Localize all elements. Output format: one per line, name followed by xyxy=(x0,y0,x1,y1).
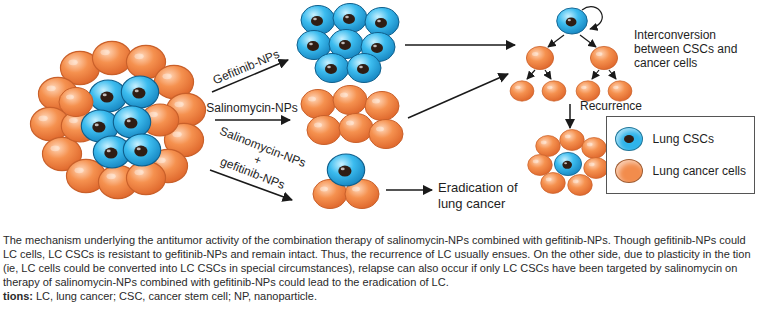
drug-label: Salinomycin-NPs xyxy=(206,101,297,116)
cell-symbol xyxy=(307,116,341,145)
cell-symbol xyxy=(536,136,560,157)
legend-swatch xyxy=(615,159,643,183)
cell-symbol xyxy=(560,130,584,151)
cell-symbol xyxy=(339,114,373,143)
step-label: Recurrence xyxy=(580,99,642,114)
cell-symbol xyxy=(123,134,160,166)
arrow-line xyxy=(386,189,432,191)
cell-symbol xyxy=(59,88,93,117)
recurrence-arrow xyxy=(569,104,571,128)
cell-symbol xyxy=(121,76,158,108)
interconversion-tree xyxy=(510,7,632,101)
cell-symbol xyxy=(510,81,534,101)
cell-symbol xyxy=(92,41,131,74)
cell-symbol xyxy=(554,152,581,175)
cell-symbol xyxy=(542,81,566,101)
remaining-cells xyxy=(313,154,379,208)
outcome-label: Eradication of lung cancer xyxy=(438,180,538,212)
cell-symbol xyxy=(528,155,552,176)
arrow-line xyxy=(215,119,290,121)
cell-symbol xyxy=(541,173,565,194)
csc-only-cluster xyxy=(297,4,399,83)
cell-symbol xyxy=(582,138,606,159)
cell-symbol xyxy=(327,154,364,186)
cancer-cell-cluster xyxy=(301,86,403,149)
legend-swatch xyxy=(615,127,643,151)
process-note-group: Interconversion between CSCs and cancer … xyxy=(634,28,754,70)
cell-symbol xyxy=(590,46,617,69)
cell-symbol xyxy=(365,92,399,121)
cell-symbol xyxy=(113,106,150,138)
recurrent-tumor xyxy=(528,130,608,196)
legend-row: Lung cancer cells xyxy=(615,155,746,187)
cell-symbol xyxy=(568,175,592,196)
cell-symbol xyxy=(584,158,608,179)
outcome-label-group: Eradication of lung cancer xyxy=(438,180,538,212)
legend-row: Lung CSCs xyxy=(615,123,746,155)
legend-text: Lung CSCs xyxy=(653,132,714,146)
cell-symbol xyxy=(369,120,403,149)
tumor-cluster xyxy=(30,41,205,198)
cell-symbol xyxy=(608,81,632,101)
abbreviation-heading: tions: xyxy=(3,290,33,302)
drug-label-group: Salinomycin-NPs xyxy=(206,101,297,116)
arrow-line xyxy=(545,70,551,79)
cell-symbol xyxy=(89,80,126,112)
legend-text: Lung cancer cells xyxy=(653,164,746,178)
result-arrows xyxy=(386,45,515,190)
cell-symbol xyxy=(333,4,367,33)
arrow-line xyxy=(405,44,515,46)
cell-symbol xyxy=(526,46,553,69)
process-note: Interconversion between CSCs and cancer … xyxy=(634,28,754,70)
arrow-line xyxy=(580,35,596,47)
abbreviation-text: LC, lung cancer; CSC, cancer stem cell; … xyxy=(36,290,317,302)
cell-symbol xyxy=(333,86,367,115)
arrow-line xyxy=(609,70,616,79)
drug-label-group: Salinomycin-NPs+gefitinib-NPs xyxy=(208,124,308,196)
cell-symbol xyxy=(365,8,399,37)
cell-symbol xyxy=(315,54,349,83)
cell-nucleus xyxy=(624,135,634,143)
cell-symbol xyxy=(126,161,165,194)
cell-symbol xyxy=(557,8,588,34)
arrow-line xyxy=(548,35,564,47)
figure-caption: The mechanism underlying the antitumor a… xyxy=(3,233,757,289)
arrow-line xyxy=(592,70,599,79)
abbreviation-line: tions:LC, lung cancer; CSC, cancer stem … xyxy=(3,289,757,303)
step-label-group: Recurrence xyxy=(580,99,642,114)
cell-symbol xyxy=(301,6,335,35)
cell-symbol xyxy=(347,54,381,83)
cell-symbol xyxy=(301,90,335,119)
legend-box: Lung CSCsLung cancer cells xyxy=(606,116,755,194)
cell-symbol xyxy=(576,81,600,101)
arrow-line xyxy=(527,70,535,79)
arrow-line xyxy=(408,74,508,118)
